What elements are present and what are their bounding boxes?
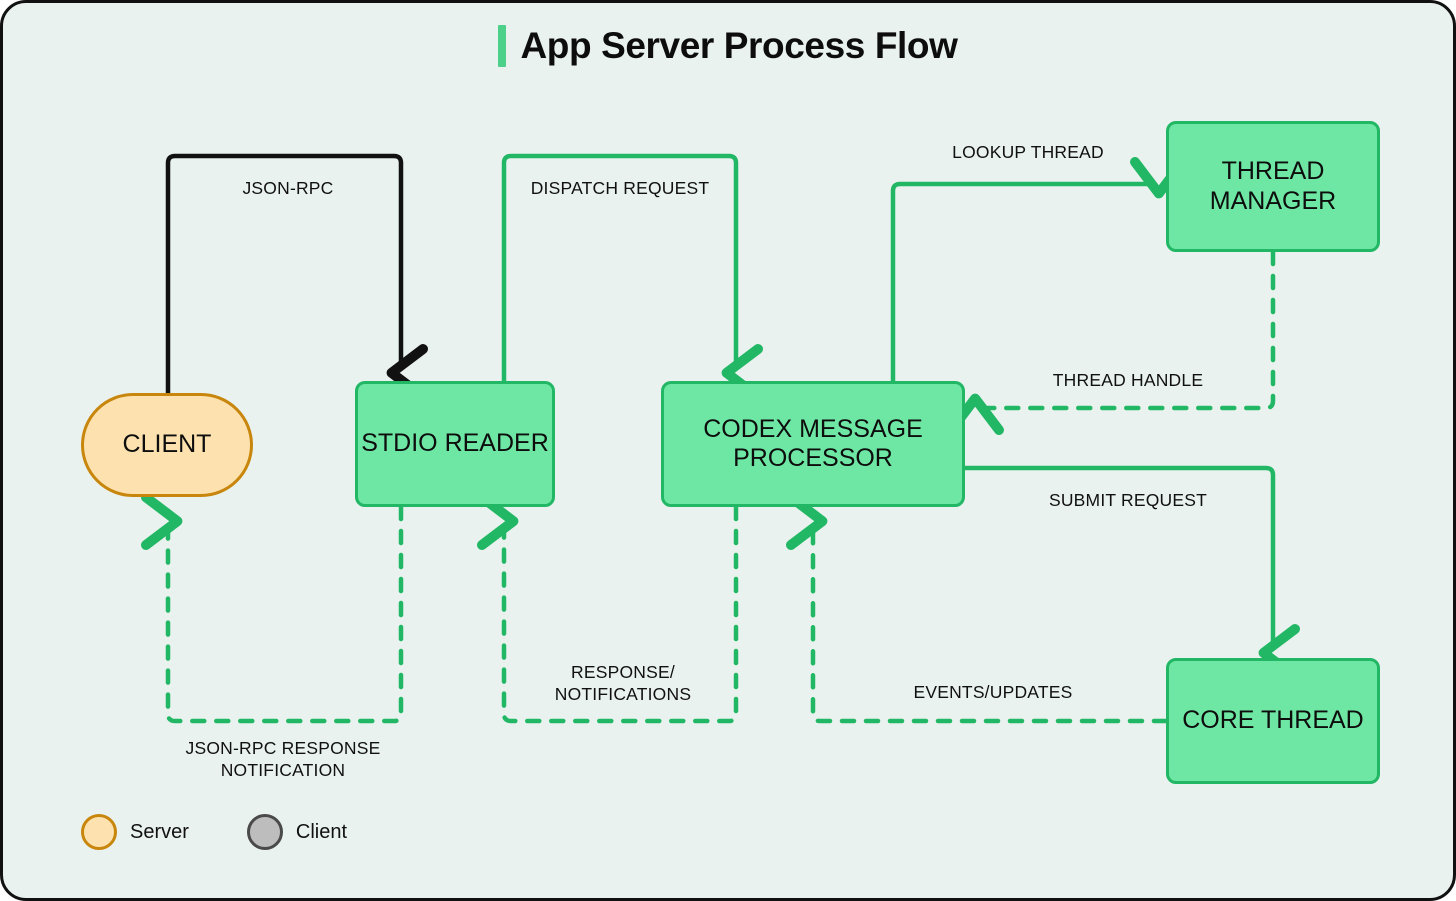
legend-item-server: Server (81, 814, 189, 850)
legend-item-client: Client (246, 814, 348, 850)
edge-submit-request (962, 465, 1300, 682)
node-client[interactable]: CLIENT (81, 393, 253, 497)
edge-label-response-notifications: RESPONSE/ NOTIFICATIONS (554, 662, 692, 705)
edge-label-json-rpc: JSON-RPC (242, 178, 334, 198)
title-text: App Server Process Flow (520, 25, 958, 66)
edge-label-lookup-thread: LOOKUP THREAD (952, 142, 1104, 162)
legend-label-server: Server (130, 820, 189, 843)
page-title: App Server Process Flow (3, 25, 1453, 67)
edge-response-notifications (477, 492, 739, 724)
edge-thread-handle (946, 249, 1276, 435)
node-core-thread[interactable]: CORE THREAD (1166, 658, 1380, 784)
legend: Server Client (81, 814, 347, 850)
edge-layer (141, 153, 1300, 724)
node-codex-message-processor[interactable]: CODEX MESSAGE PROCESSOR (661, 381, 965, 507)
edge-label-json-rpc-response: JSON-RPC RESPONSE NOTIFICATION (185, 738, 381, 781)
edge-json-rpc (165, 153, 428, 402)
edge-label-thread-handle: THREAD HANDLE (1052, 370, 1204, 390)
edge-json-rpc-response (141, 492, 404, 724)
edge-lookup-thread (890, 157, 1188, 384)
edge-label-events-updates: EVENTS/UPDATES (913, 682, 1073, 702)
client-swatch-icon (246, 814, 283, 850)
legend-label-client: Client (295, 820, 348, 843)
edge-dispatch-request (501, 153, 763, 402)
edge-label-submit-request: SUBMIT REQUEST (1048, 490, 1208, 510)
title-accent-bar (498, 25, 507, 67)
node-thread-manager[interactable]: THREAD MANAGER (1166, 121, 1380, 252)
server-swatch-icon (81, 814, 117, 850)
node-stdio-reader[interactable]: STDIO READER (355, 381, 555, 507)
edge-events-updates (786, 492, 1169, 724)
edge-label-dispatch-request: DISPATCH REQUEST (530, 178, 710, 198)
